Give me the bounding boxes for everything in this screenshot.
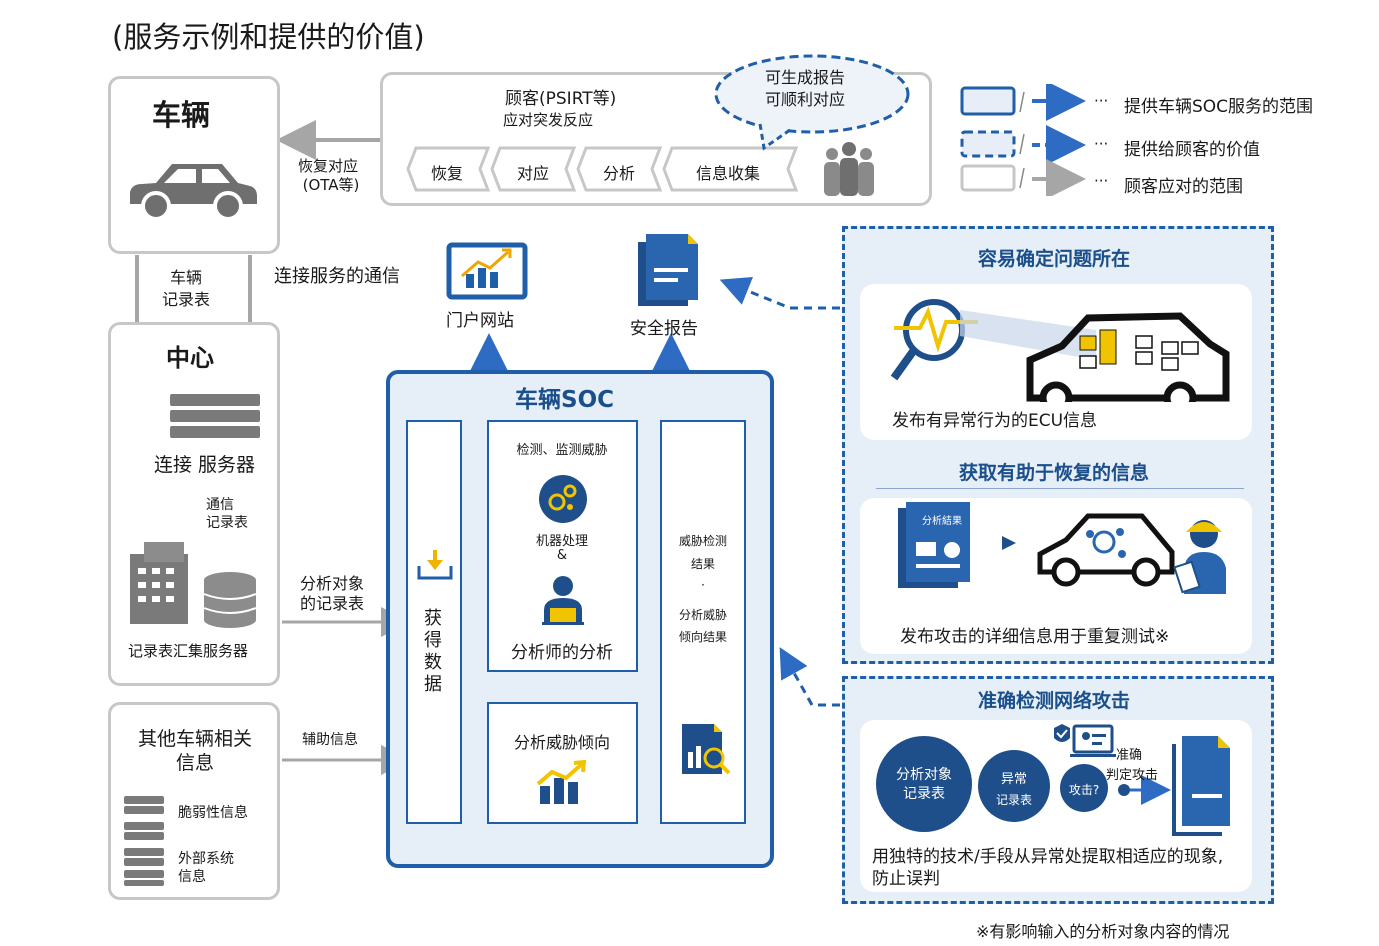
value3-title: 准确检测网络攻击 <box>977 690 1130 712</box>
step-respond: 对应 <box>516 164 549 183</box>
value3-circle1-line1: 分析对象 <box>896 767 952 783</box>
value3-circle2-line2: 记录表 <box>995 793 1032 807</box>
legend-customer-value: 提供给顾客的价值 <box>1124 140 1260 160</box>
legend-customer-scope: 顾客应对的范围 <box>1124 177 1243 197</box>
results-label-3: · <box>701 578 705 592</box>
results-label-5: 倾向结果 <box>678 630 727 644</box>
report-document-icon <box>638 234 698 306</box>
detect-label: 检测、监测威胁 <box>516 443 608 458</box>
other-info-title-2: 信息 <box>175 752 214 774</box>
trend-chart-icon <box>536 760 587 804</box>
vulnerability-info-label: 脆弱性信息 <box>178 805 248 821</box>
results-panel <box>660 420 746 824</box>
car-diagnosis-illustration <box>1037 513 1226 594</box>
analysis-result-doc-label: 分析結果 <box>922 516 962 527</box>
vehicle-log-label-1: 车辆 <box>169 268 202 287</box>
soc-title: 车辆SOC <box>515 387 614 413</box>
step-analyze: 分析 <box>602 164 635 183</box>
acquire-char-2: 得 <box>424 630 442 651</box>
amp-label: & <box>556 548 568 563</box>
value2-divider <box>876 488 1244 489</box>
legend-soc-scope: 提供车辆SOC服务的范围 <box>1124 97 1314 117</box>
bubble-line1: 可生成报告 <box>764 68 845 87</box>
aggregation-server-icon <box>130 542 257 628</box>
value2-title: 获取有助于恢复的信息 <box>958 462 1149 484</box>
value3-circle2-line1: 异常 <box>1000 772 1027 787</box>
restore-label: 恢复对应 <box>297 157 358 175</box>
comm-label: 连接服务的通信 <box>274 266 400 287</box>
customer-subtitle: 应对突发反应 <box>503 111 594 129</box>
database-icons <box>124 796 164 886</box>
value3-caption-2: 防止误判 <box>872 869 940 889</box>
value3-caption-1: 用独特的技术/手段从异常处提取相适应的现象, <box>872 847 1224 867</box>
analysis-result-doc-icon <box>898 502 970 588</box>
trend-label: 分析威胁倾向 <box>513 733 610 752</box>
server-rack-icon <box>170 394 260 438</box>
acquire-char-4: 据 <box>424 674 442 695</box>
value3-judge-1: 准确 <box>1116 748 1143 763</box>
results-label-4: 分析威胁 <box>678 608 727 622</box>
aux-info-label: 辅助信息 <box>302 732 358 748</box>
other-info-title-1: 其他车辆相关 <box>137 728 252 750</box>
process-chevrons <box>406 146 799 192</box>
comm-log-2: 记录表 <box>206 515 248 531</box>
ota-label: (OTA等) <box>302 176 360 194</box>
vehicle-box <box>108 76 280 254</box>
step-collect: 信息收集 <box>695 164 760 183</box>
play-arrow-icon <box>1002 536 1016 550</box>
external-system-label-2: 信息 <box>178 869 206 885</box>
machine-label: 机器处理 <box>535 534 588 549</box>
legend-dots-1: ··· <box>1094 92 1109 110</box>
footnote: ※有影响输入的分析对象内容的情况 <box>976 922 1230 941</box>
acquire-data-panel <box>406 420 462 824</box>
connect-server-label: 连接 服务器 <box>154 454 256 476</box>
detect-panel <box>487 420 638 672</box>
portal-label: 门户网站 <box>446 311 514 331</box>
legend-dots-2: ··· <box>1094 135 1109 153</box>
value2-caption: 发布攻击的详细信息用于重复测试※ <box>900 627 1170 647</box>
acquire-char-1: 获 <box>424 608 442 629</box>
target-log-label-2: 的记录表 <box>300 594 365 613</box>
report-label: 安全报告 <box>630 319 698 339</box>
value1-card <box>860 284 1252 440</box>
step-restore: 恢复 <box>430 164 463 183</box>
legend-dots-3: ··· <box>1094 172 1109 190</box>
value3-judge-2: 判定攻击 <box>1106 768 1159 783</box>
page-title: (服务示例和提供的价值) <box>112 20 425 54</box>
results-label-1: 威胁检测 <box>678 534 727 548</box>
vehicle-title: 车辆 <box>152 98 211 132</box>
people-icon <box>824 142 874 196</box>
center-title: 中心 <box>166 344 214 372</box>
customer-title: 顾客(PSIRT等) <box>505 89 617 109</box>
value-speech-bubble <box>714 54 910 151</box>
portal-icon <box>446 242 528 300</box>
results-label-2: 结果 <box>690 557 715 571</box>
other-info-box <box>108 702 280 900</box>
value3-circle1-line2: 记录表 <box>903 786 945 802</box>
comm-log-1: 通信 <box>206 497 234 513</box>
analyst-icon <box>542 576 584 625</box>
external-system-label-1: 外部系统 <box>178 851 234 867</box>
value1-title: 容易确定问题所在 <box>977 248 1130 270</box>
analyst-label: 分析师的分析 <box>511 643 613 663</box>
center-box <box>108 322 280 686</box>
aggregation-server-label: 记录表汇集服务器 <box>128 642 249 660</box>
value1-caption: 发布有异常行为的ECU信息 <box>892 411 1098 431</box>
result-analysis-icon <box>682 724 731 775</box>
ecu-diagnosis-illustration <box>890 299 1230 402</box>
legend-symbols <box>960 84 1086 196</box>
detection-flow-illustration <box>876 724 1230 836</box>
acquire-char-3: 数 <box>424 652 442 673</box>
gear-process-icon <box>539 475 587 523</box>
car-icon <box>130 164 257 221</box>
bubble-line2: 可顺利对应 <box>764 90 845 109</box>
target-log-label-1: 分析对象 <box>300 574 365 593</box>
download-tray-icon <box>417 550 453 580</box>
value3-circle3: 攻击? <box>1068 783 1100 797</box>
vehicle-log-label-2: 记录表 <box>161 290 210 309</box>
